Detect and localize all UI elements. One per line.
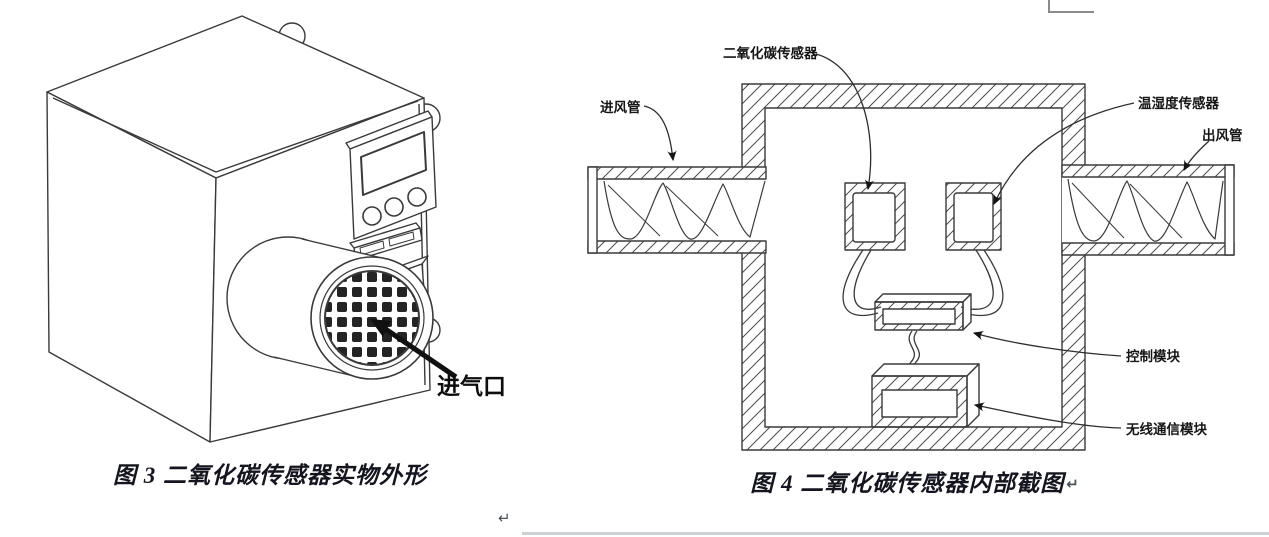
component-labels: 二氧化碳传感器 温湿度传感器 进风管 出风管 控制模块 无线通信模块 — [600, 45, 1243, 437]
co2-sensor-core — [852, 192, 896, 243]
air-inlet-callout — [370, 319, 458, 380]
control-module-component — [874, 293, 972, 331]
leader-lines — [643, 53, 1210, 429]
arrow-head — [370, 319, 391, 337]
device-button-3 — [407, 187, 427, 207]
th-sensor-core — [953, 192, 994, 243]
device-line-art: 进气口 — [46, 15, 506, 443]
control-module-core — [882, 308, 956, 325]
control-module-label: 控制模块 — [1126, 348, 1180, 364]
inlet-mesh-grille — [324, 270, 420, 366]
display-panel — [345, 110, 437, 240]
figure4-caption-text: 图 4 二氧化碳传感器内部截图 — [750, 471, 1065, 496]
leader-inlet-pipe — [643, 105, 677, 162]
figure4-cross-section: 二氧化碳传感器 温湿度传感器 进风管 出风管 控制模块 无线通信模块 — [587, 45, 1243, 451]
outlet-pipe-end-cap — [1224, 164, 1235, 256]
temp-humidity-sensor-component — [945, 182, 1002, 251]
leader-th-sensor — [993, 102, 1135, 206]
air-outlet-pipe-label: 出风管 — [1202, 127, 1243, 143]
caption4-return-mark: ↵ — [1066, 475, 1080, 493]
enclosure-walls — [741, 83, 1086, 451]
arrow-shaft — [382, 325, 458, 380]
control-module-top-bevel — [874, 293, 972, 303]
air-inlet-label: 进气口 — [437, 373, 506, 399]
left-hose-inner — [853, 249, 882, 310]
outlet-pipe-bottom-wall — [1061, 242, 1235, 256]
wireless-module-label: 无线通信模块 — [1125, 421, 1207, 437]
vent-slot-2 — [388, 231, 415, 247]
right-hose-outer — [963, 249, 1004, 317]
co2-sensor-component — [844, 182, 906, 251]
paragraph-return-mark: ↵ — [498, 509, 511, 527]
left-hose-outer — [842, 249, 879, 317]
inlet-pipe-opening — [588, 167, 766, 253]
device-button-2 — [384, 197, 404, 217]
device-button-1 — [362, 206, 382, 226]
figure4-caption: 图 4 二氧化碳传感器内部截图↵ — [705, 464, 1125, 498]
outlet-pipe-top-wall — [1061, 164, 1235, 178]
inlet-pipe-top-wall — [587, 166, 767, 180]
air-inlet-pipe-label: 进风管 — [600, 99, 641, 115]
cylinder-body-edges — [273, 238, 387, 378]
wireless-module-component — [871, 363, 980, 428]
leader-control-module — [972, 331, 1122, 357]
bottom-divider-line — [522, 532, 1269, 535]
wireless-module-top-bevel — [871, 363, 980, 377]
inlet-pipe-spiral — [603, 180, 766, 240]
outlet-pipe-opening — [1062, 165, 1234, 255]
textbox-corner-fragment — [1048, 0, 1094, 13]
wireless-module-core — [881, 389, 958, 418]
leader-wireless-module — [973, 402, 1122, 429]
figure3-caption: 图 3 二氧化碳传感器实物外形 — [55, 456, 485, 490]
cross-section-line-art: 二氧化碳传感器 温湿度传感器 进风管 出风管 控制模块 无线通信模块 — [587, 45, 1243, 451]
inlet-pipe-bottom-wall — [587, 240, 767, 254]
wireless-module-right-bevel — [966, 363, 980, 428]
figure3-caption-text: 图 3 二氧化碳传感器实物外形 — [113, 463, 427, 488]
inlet-pipe-end-cap — [587, 166, 598, 254]
co2-sensor-label: 二氧化碳传感器 — [723, 45, 818, 61]
leader-outlet-pipe — [1183, 140, 1210, 172]
outlet-pipe-spiral — [1067, 178, 1224, 242]
cylinder-front-ring — [319, 265, 425, 371]
top-face-inset-line — [52, 97, 419, 173]
outlet-pipe-spiral-diagonals — [1071, 182, 1183, 239]
inlet-cylinder — [226, 236, 434, 380]
leader-co2-sensor — [815, 53, 875, 191]
temp-humidity-sensor-label: 温湿度传感器 — [1138, 95, 1219, 111]
figure3-device-drawing: 进气口 — [46, 15, 506, 443]
inlet-pipe-spiral-diagonals — [607, 184, 719, 237]
outlet-pipe — [1061, 164, 1235, 256]
display-screen — [360, 131, 427, 196]
inlet-pipe — [587, 166, 767, 254]
